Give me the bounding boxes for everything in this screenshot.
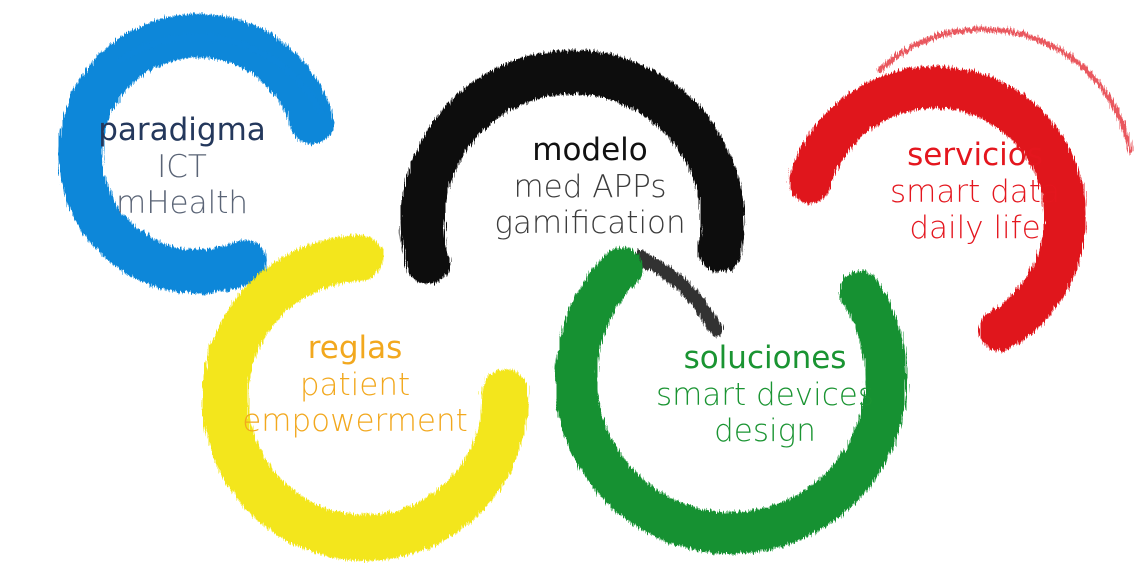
blue-ring-label: paradigma ICT mHealth xyxy=(67,112,297,222)
black-ring-label: modelo med APPs gamification xyxy=(475,132,705,242)
green-ring-label: soluciones smart devices design xyxy=(650,340,880,450)
red-ring-line-2: daily life xyxy=(909,210,1041,247)
red-ring-title: servicios xyxy=(907,137,1043,173)
black-ring xyxy=(400,50,745,337)
yellow-ring xyxy=(202,235,529,561)
yellow-ring-line-2: empowerment xyxy=(242,403,468,440)
blue-ring-line-2: mHealth xyxy=(116,185,248,222)
red-ring xyxy=(789,26,1133,351)
red-ring-line-1: smart data xyxy=(890,173,1060,210)
green-ring-line-1: smart devices xyxy=(655,376,875,413)
green-ring xyxy=(555,247,908,555)
yellow-ring-label: reglas patient empowerment xyxy=(240,330,470,440)
blue-ring-line-1: ICT xyxy=(157,148,207,185)
blue-ring-title: paradigma xyxy=(98,112,266,148)
yellow-ring-title: reglas xyxy=(307,330,403,366)
black-ring-line-2: gamification xyxy=(494,205,686,242)
green-ring-line-2: design xyxy=(714,413,816,450)
red-ring-label: servicios smart data daily life xyxy=(860,137,1090,247)
black-ring-title: modelo xyxy=(532,132,648,168)
yellow-ring-line-1: patient xyxy=(299,366,411,403)
black-ring-line-1: med APPs xyxy=(513,168,667,205)
blue-ring xyxy=(58,13,334,294)
green-ring-title: soluciones xyxy=(683,340,847,376)
